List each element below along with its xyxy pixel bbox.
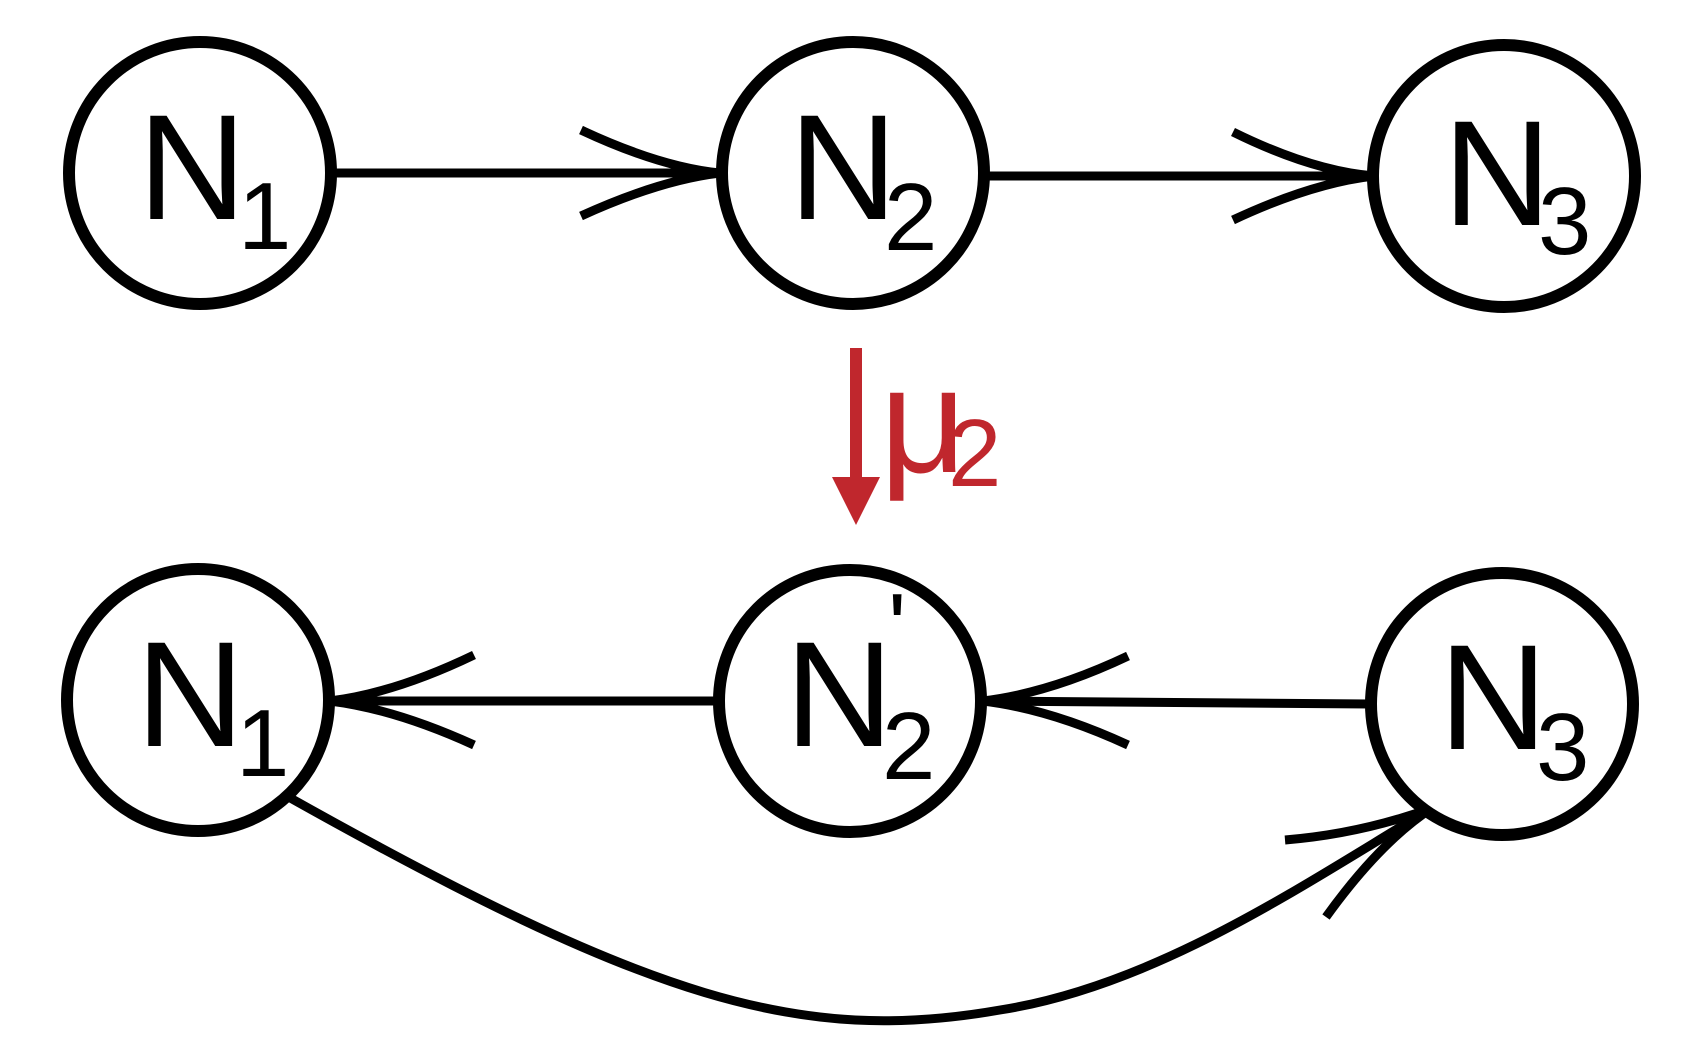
node-top-n1-label: N xyxy=(138,83,246,251)
mutation-label: μ xyxy=(880,336,966,504)
node-bottom-n2prime: N ' 2 xyxy=(713,564,987,838)
edge-top-n2-to-n3 xyxy=(985,127,1375,225)
edge-bottom-n2prime-to-n1 xyxy=(329,650,717,750)
bottom-quiver: N 1 N ' 2 N 3 xyxy=(61,563,1639,1026)
node-bottom-n2prime-prime: ' xyxy=(888,574,906,681)
node-bottom-n3-subscript: 3 xyxy=(1536,694,1589,801)
node-top-n1-subscript: 1 xyxy=(238,163,291,270)
edge-top-n1-to-n2 xyxy=(330,125,721,221)
mutation-arrow-head xyxy=(832,477,880,525)
node-top-n2: N 2 xyxy=(716,36,990,310)
node-bottom-n1-label: N xyxy=(136,610,244,778)
node-bottom-n2prime-subscript: 2 xyxy=(882,693,935,800)
node-top-n2-subscript: 2 xyxy=(884,164,937,271)
arrowhead-bottom-n1-to-n3 xyxy=(1284,803,1435,920)
node-top-n3-subscript: 3 xyxy=(1538,168,1591,275)
node-bottom-n3-label: N xyxy=(1439,613,1547,781)
node-top-n2-label: N xyxy=(789,83,897,251)
node-top-n3-label: N xyxy=(1443,89,1551,257)
node-top-n3: N 3 xyxy=(1367,39,1641,313)
node-bottom-n1: N 1 xyxy=(61,563,335,837)
node-bottom-n1-subscript: 1 xyxy=(236,690,289,797)
node-top-n1: N 1 xyxy=(63,36,337,310)
mutation-arrow: μ 2 xyxy=(832,336,1001,525)
top-quiver: N 1 N 2 N 3 xyxy=(63,36,1641,313)
edge-bottom-n3-to-n2prime xyxy=(982,651,1371,750)
node-bottom-n2prime-label: N xyxy=(785,610,893,778)
mutation-subscript: 2 xyxy=(948,400,1001,507)
node-bottom-n3: N 3 xyxy=(1365,567,1639,841)
